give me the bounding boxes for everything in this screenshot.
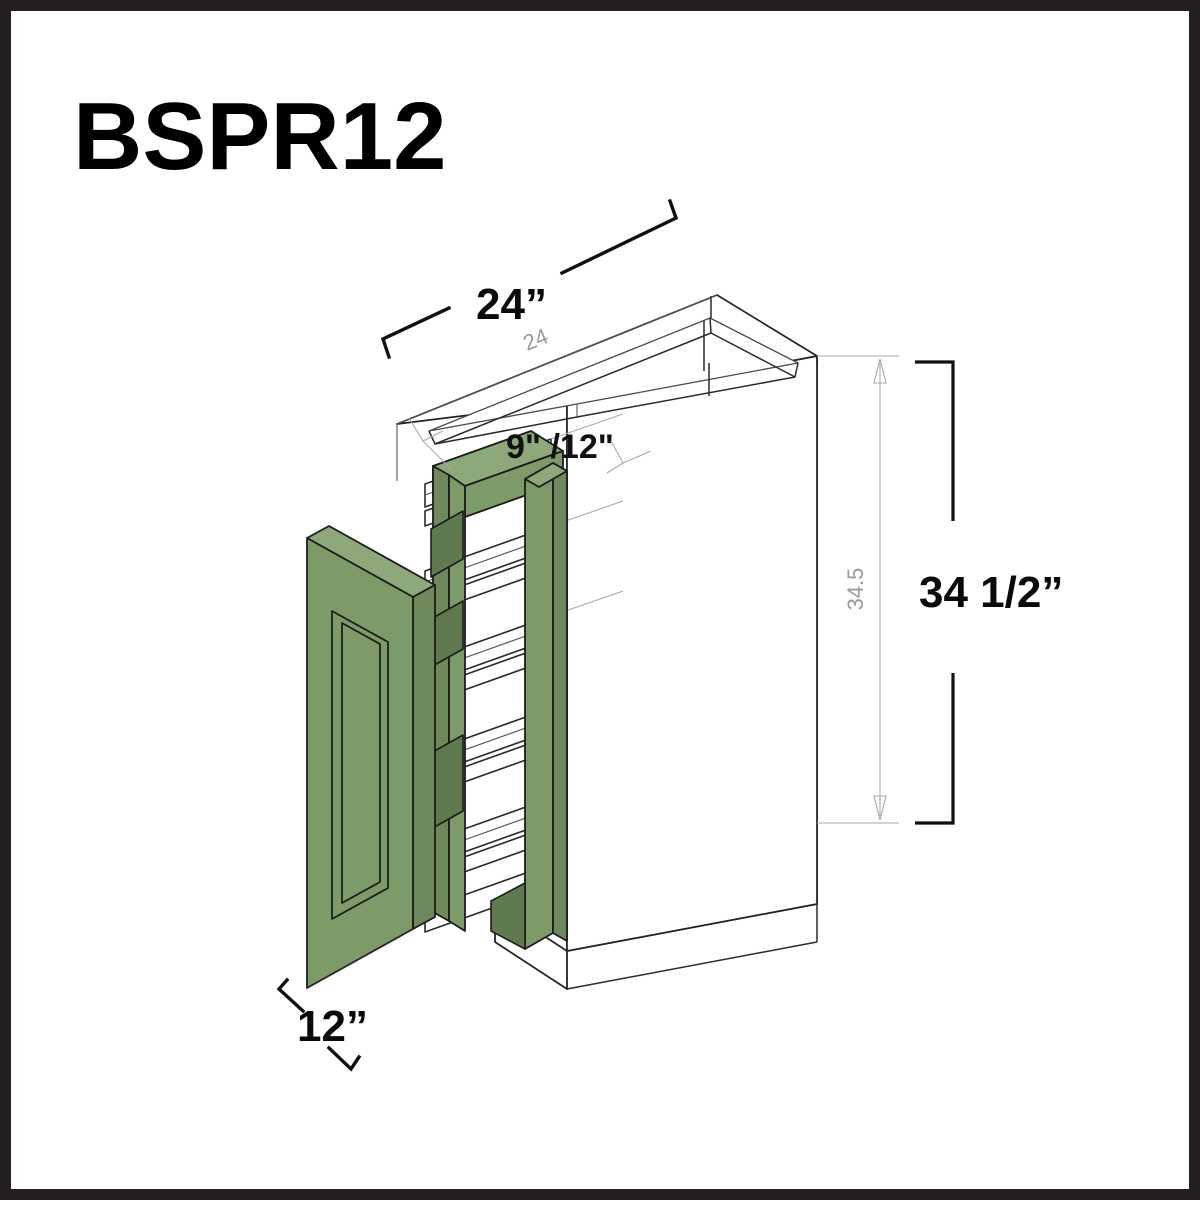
cabinet-well-inner-edge-1 [428, 317, 712, 445]
pullout-base-foot [490, 882, 526, 950]
rack-side-depth-line-1 [550, 413, 624, 440]
door-front-face [306, 537, 414, 989]
pullout-width-witness-left2 [422, 440, 452, 470]
door-panel-groove-outer [331, 610, 389, 920]
door-right-thickness-edge [412, 584, 436, 930]
height-arrow-top [873, 358, 887, 384]
dimension-pullout-width: 9" /12" [408, 417, 652, 474]
pullout-width-witness-right2 [622, 450, 652, 464]
height-arrow-bottom [873, 795, 887, 821]
dimension-pullout-width-label: 9" /12" [506, 428, 614, 466]
pullout-door[interactable] [306, 525, 436, 989]
cabinet-base-line [566, 941, 818, 990]
cabinet-back-top-edge [396, 294, 718, 425]
technical-drawing-canvas: BSPR12 [73, 83, 1063, 1072]
dimension-height-34-5: 34.5 34 1/2” [817, 355, 1063, 825]
depth-leader-line-2 [559, 198, 679, 276]
height-bracket [915, 360, 955, 825]
dimension-height-label: 34 1/2” [919, 568, 1063, 617]
dimension-width-12: 12” [276, 977, 368, 1072]
cad-height-value: 34.5 [843, 568, 868, 611]
pullout-right-post-face [524, 462, 554, 950]
cabinet-bottom-back-edge [494, 941, 568, 990]
width-leader-upper [276, 977, 306, 1014]
pullout-right-post-cap [524, 462, 568, 488]
door-bottom-edge [306, 928, 414, 989]
width-leader-lower [326, 1045, 362, 1072]
pullout-right-post-side [552, 462, 568, 942]
dimension-depth-label: 24” [476, 280, 547, 329]
pullout-spice-rack-frame[interactable] [430, 430, 568, 950]
page-title: BSPR12 [73, 83, 447, 190]
pullout-tab-1 [430, 510, 464, 578]
depth-leader-line [380, 305, 452, 360]
door-panel-groove-inner [341, 622, 381, 904]
dimension-width-label: 12” [297, 1002, 368, 1051]
